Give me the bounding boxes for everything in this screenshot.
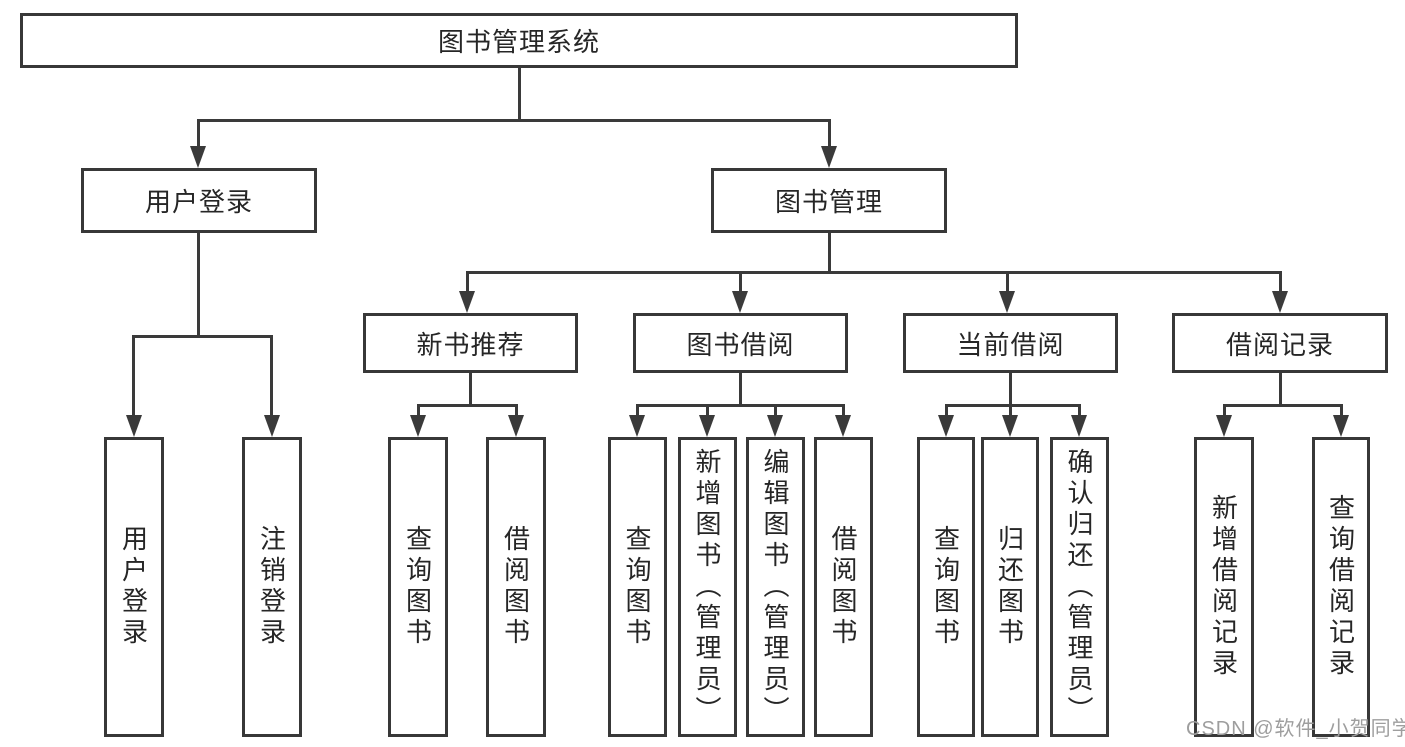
arrow-down-icon [835,415,851,437]
node-book-borrow: 图书借阅 [633,313,848,373]
arrow-down-icon [1272,291,1288,313]
node-current-borrow-label: 当前借阅 [956,329,1065,360]
leaf-borrow-books-label: 借阅图书 [828,525,858,649]
connector-line [1009,373,1012,406]
node-current-borrow: 当前借阅 [903,313,1118,373]
leaf-borrow-books: 借阅图书 [814,437,873,737]
connector-line [706,404,709,418]
leaf-add-borrow-record: 新增借阅记录 [1194,437,1254,737]
connector-line [466,271,1282,274]
connector-line [132,335,135,417]
leaf-query-books-current-label: 查询图书 [930,525,961,649]
connector-line [417,404,420,418]
leaf-logout: 注销登录 [242,437,302,737]
leaf-edit-book-admin: 编辑图书（管理员） [746,437,805,737]
node-user-login-label: 用户登录 [144,187,253,217]
connector-line [739,271,742,294]
connector-line [417,404,517,407]
arrow-down-icon [699,415,715,437]
arrow-down-icon [410,415,426,437]
connector-line [197,233,200,337]
leaf-return-books-label: 归还图书 [994,525,1025,649]
connector-line [774,404,777,418]
arrow-down-icon [1071,415,1087,437]
connector-line [636,404,639,418]
leaf-return-books: 归还图书 [981,437,1039,737]
leaf-confirm-return-admin-label: 确认归还（管理员） [1064,447,1094,727]
arrow-down-icon [938,415,954,437]
node-book-management-label: 图书管理 [774,187,883,217]
connector-line [945,404,1081,407]
arrow-down-icon [264,415,280,437]
arrow-down-icon [459,291,475,313]
connector-line [1279,373,1282,406]
arrow-down-icon [1216,415,1232,437]
connector-line [1009,404,1012,418]
connector-line [518,68,521,121]
arrow-down-icon [126,415,142,437]
connector-line [197,119,831,122]
connector-line [1340,404,1343,418]
leaf-borrow-books-recommend: 借阅图书 [486,437,546,737]
node-borrow-records: 借阅记录 [1172,313,1388,373]
leaf-add-book-admin: 新增图书（管理员） [678,437,737,737]
node-book-borrow-label: 图书借阅 [686,329,795,360]
leaf-edit-book-admin-label: 编辑图书（管理员） [760,447,790,727]
node-library-system-label: 图书管理系统 [437,27,600,57]
arrow-down-icon [190,146,206,168]
arrow-down-icon [821,146,837,168]
connector-line [842,404,845,418]
connector-line [636,404,845,407]
node-library-system: 图书管理系统 [20,13,1018,68]
leaf-query-books-recommend: 查询图书 [388,437,448,737]
connector-line [1223,404,1226,418]
node-book-management: 图书管理 [711,168,947,233]
connector-line [828,119,831,150]
leaf-borrow-books-recommend-label: 借阅图书 [500,525,531,649]
leaf-add-book-admin-label: 新增图书（管理员） [692,447,722,727]
arrow-down-icon [767,415,783,437]
connector-line [739,373,742,406]
leaf-logout-label: 注销登录 [256,525,287,649]
leaf-query-borrow-record: 查询借阅记录 [1312,437,1370,737]
leaf-user-login-label: 用户登录 [118,525,149,649]
leaf-query-books-recommend-label: 查询图书 [402,525,433,649]
connector-line [1006,271,1009,294]
leaf-confirm-return-admin: 确认归还（管理员） [1050,437,1109,737]
connector-line [133,335,273,338]
connector-line [469,373,472,406]
arrow-down-icon [508,415,524,437]
connector-line [1223,404,1343,407]
watermark: CSDN @软件_小贺同学 [1186,718,1405,740]
connector-line [270,335,273,417]
connector-line [466,271,469,294]
connector-line [828,233,831,273]
connector-line [1078,404,1081,418]
leaf-query-books-borrow-label: 查询图书 [622,525,652,649]
node-user-login: 用户登录 [81,168,317,233]
arrow-down-icon [999,291,1015,313]
leaf-query-borrow-record-label: 查询借阅记录 [1325,494,1356,680]
node-new-book-recommend-label: 新书推荐 [416,329,525,360]
arrow-down-icon [732,291,748,313]
leaf-query-books-current: 查询图书 [917,437,975,737]
connector-line [945,404,948,418]
arrow-down-icon [1333,415,1349,437]
leaf-user-login: 用户登录 [104,437,164,737]
arrow-down-icon [1002,415,1018,437]
arrow-down-icon [629,415,645,437]
node-new-book-recommend: 新书推荐 [363,313,578,373]
node-borrow-records-label: 借阅记录 [1225,329,1334,360]
connector-line [1279,271,1282,294]
leaf-query-books-borrow: 查询图书 [608,437,667,737]
connector-line [515,404,518,418]
leaf-add-borrow-record-label: 新增借阅记录 [1208,494,1239,680]
connector-line [197,119,200,150]
